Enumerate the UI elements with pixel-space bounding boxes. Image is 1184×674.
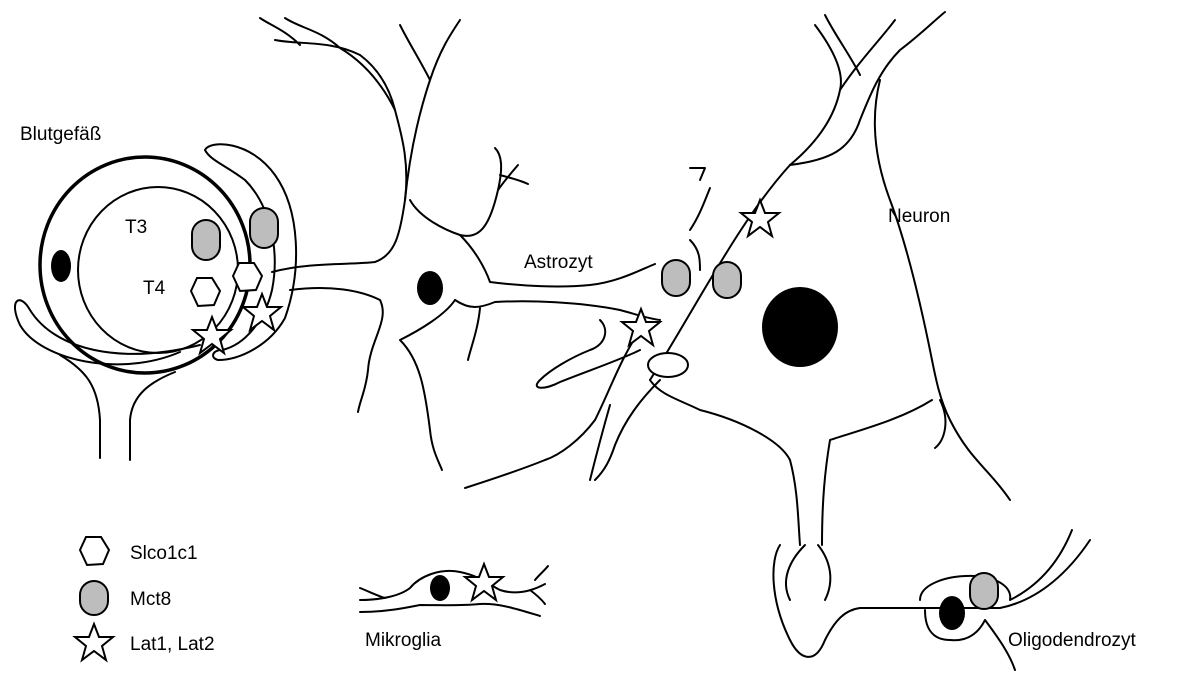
synaptic-bouton [648,353,688,377]
endothelial-nucleus [51,250,71,282]
mct8-transporter [250,208,278,248]
neuron [465,12,1010,657]
lat-transporter [465,564,503,600]
label-t3: T3 [125,217,147,238]
mct8-transporter [970,573,998,609]
endfoot-lower [15,300,200,364]
astrocyte-nucleus [417,271,443,305]
label-astrocyte: Astrozyt [524,252,593,273]
lat-transporter [741,200,779,236]
mct8-transporter [662,260,690,296]
label-oligodendrocyte: Oligodendrozyt [1008,630,1137,651]
legend-oval-icon [80,581,108,615]
label-microglia: Mikroglia [365,630,441,651]
mct8-transporter [192,220,220,260]
slco1c1-transporter [233,263,262,291]
legend-star-icon [75,624,113,660]
lat-transporter [622,309,660,345]
slco1c1-transporter [191,278,220,306]
microglia [360,566,548,616]
astrocyte [260,18,660,470]
label-blood-vessel: Blutgefäß [20,124,101,145]
mct8-transporter [713,262,741,298]
legend: Slco1c1 Mct8 Lat1, Lat2 [75,537,215,660]
legend-label-slco1c1: Slco1c1 [130,543,198,564]
legend-hexagon-icon [80,537,109,565]
lat-transporter [243,294,281,330]
label-neuron: Neuron [888,206,950,227]
label-t4: T4 [143,278,166,299]
legend-label-lat: Lat1, Lat2 [130,634,215,655]
neuron-nucleus [762,287,838,367]
oligodendrocyte-nucleus [939,596,965,630]
legend-label-mct8: Mct8 [130,589,171,610]
microglia-nucleus [430,575,450,601]
